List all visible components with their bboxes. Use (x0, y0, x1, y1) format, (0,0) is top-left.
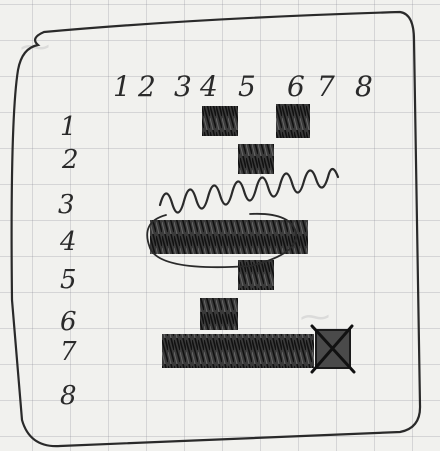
row-label: 8 (60, 381, 77, 411)
column-label: 6 (287, 70, 305, 103)
scribble-r4-span (150, 220, 308, 254)
column-labels: 1 2 3 4 5 6 7 8 (113, 70, 373, 103)
scribble-r6-c4 (200, 298, 238, 330)
row-label: 4 (59, 227, 77, 257)
column-label: 7 (317, 70, 335, 103)
column-label: 5 (238, 70, 256, 103)
column-label: 2 (137, 70, 156, 103)
scribble-r1-c6 (276, 104, 310, 138)
row-label: 3 (58, 190, 75, 220)
row3-scribble (160, 169, 338, 213)
row-label: 7 (60, 337, 77, 367)
crossed-box (312, 326, 354, 372)
column-label: 1 (113, 70, 131, 103)
row-label: 2 (61, 145, 79, 175)
scribble-r2-c5 (238, 144, 274, 174)
column-label: 4 (199, 70, 218, 103)
scribbled-cells (150, 104, 314, 368)
row-label: 5 (60, 265, 77, 295)
column-label: 8 (355, 70, 373, 103)
scribble-r1-c4 (202, 106, 238, 136)
column-label: 3 (174, 70, 192, 103)
row-labels: 1 2 3 4 5 6 7 8 (58, 112, 79, 411)
row-label: 1 (60, 112, 77, 142)
row-label: 6 (60, 307, 77, 337)
scribble-r7-span (162, 334, 314, 368)
